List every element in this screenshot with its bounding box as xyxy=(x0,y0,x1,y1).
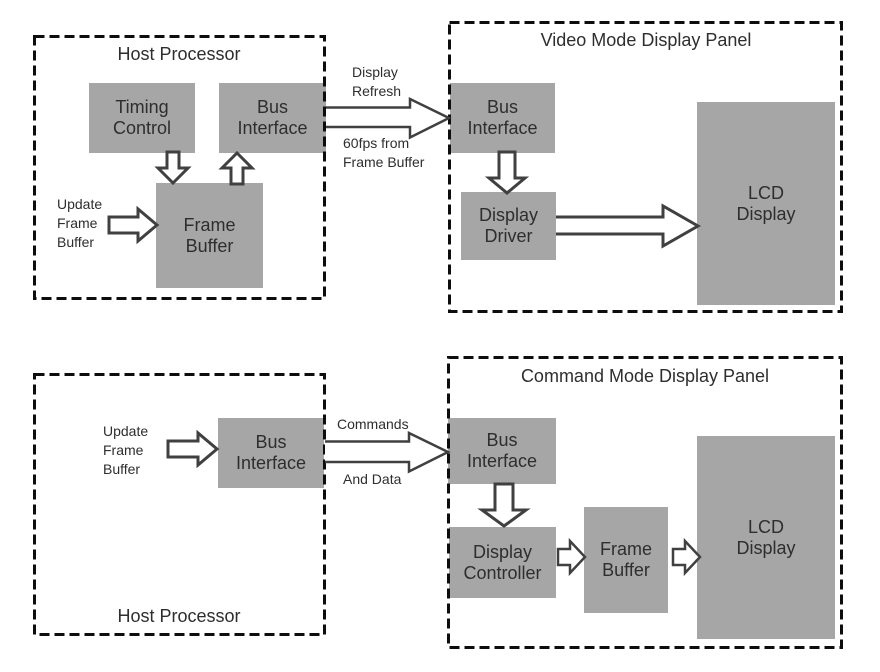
bus-interface-host-bottom-block: Bus Interface xyxy=(218,418,324,488)
arrow-down-timing-to-framebuffer-icon xyxy=(154,150,192,186)
update-frame-buffer-label-top: Update Frame Buffer xyxy=(57,196,103,250)
arrow-update-frame-buffer-bottom-icon xyxy=(166,429,220,469)
display-driver-block: Display Driver xyxy=(461,192,556,260)
arrow-down-businterface-to-displaydriver-icon xyxy=(484,150,530,195)
bus-interface-video-block: Bus Interface xyxy=(450,83,555,153)
arrow-down-businterface-to-displaycontroller-icon xyxy=(477,482,531,528)
lcd-display-video-block: LCD Display xyxy=(697,102,835,305)
lcd-display-command-block: LCD Display xyxy=(697,436,835,639)
arrow-up-framebuffer-to-businterface-icon xyxy=(218,150,256,186)
arrow-displaydriver-to-lcd-icon xyxy=(556,203,702,249)
host-processor-bottom-boundary xyxy=(33,373,326,636)
video-mode-panel-title: Video Mode Display Panel xyxy=(540,30,752,50)
host-processor-bottom-title: Host Processor xyxy=(117,606,241,626)
frame-buffer-command-block: Frame Buffer xyxy=(584,507,668,613)
arrow-display-refresh-link-icon xyxy=(326,97,452,140)
arrow-commands-data-link-icon xyxy=(325,431,451,474)
arrow-displaycontroller-to-framebuffer-icon xyxy=(556,537,587,577)
sixty-fps-label: 60fps from Frame Buffer xyxy=(343,135,425,170)
command-mode-panel-title: Command Mode Display Panel xyxy=(520,366,770,386)
frame-buffer-host-block: Frame Buffer xyxy=(156,183,263,288)
commands-label: Commands xyxy=(337,416,409,432)
timing-control-block: Timing Control xyxy=(89,83,195,153)
display-controller-block: Display Controller xyxy=(449,527,556,598)
display-refresh-label: Display Refresh xyxy=(352,64,402,99)
arrow-framebuffer-to-lcd-icon xyxy=(671,537,702,577)
host-processor-top-title: Host Processor xyxy=(117,44,241,64)
arrow-update-frame-buffer-top-icon xyxy=(107,205,160,245)
update-frame-buffer-label-bottom: Update Frame Buffer xyxy=(103,423,149,477)
bus-interface-host-top-block: Bus Interface xyxy=(219,83,326,153)
and-data-label: And Data xyxy=(343,471,402,487)
bus-interface-command-block: Bus Interface xyxy=(448,418,556,484)
